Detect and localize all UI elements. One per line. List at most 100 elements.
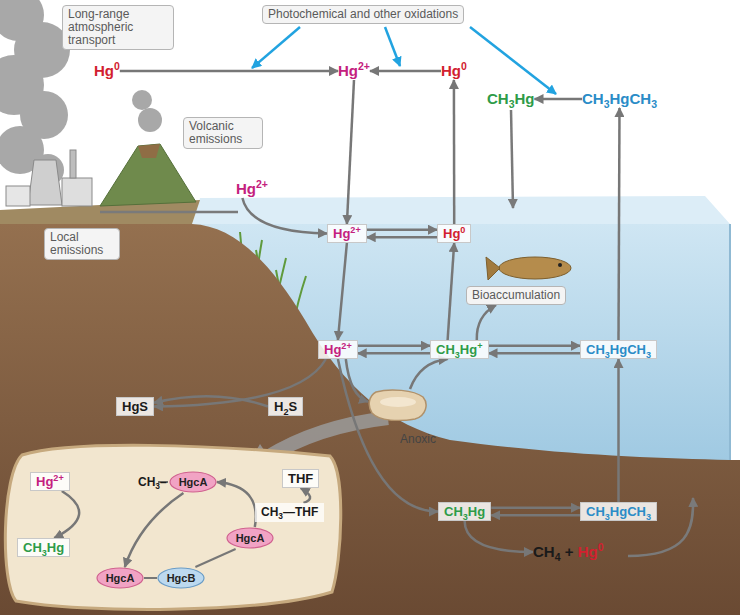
text-word: Hg0 [441,62,467,79]
text-word: CH4 [533,543,561,560]
bond-line [144,577,157,579]
species-label: CH3Hg [487,90,535,108]
fish [486,257,571,280]
callout-box: Volcanic emissions [183,117,263,149]
node-text: CH3—THF [261,505,318,519]
text-word: Hg2+ [333,226,361,241]
deposition-arrow [511,110,513,208]
text-word: Anoxic [400,432,436,446]
text-word: THF [288,471,313,486]
smoke-stack [70,150,76,178]
node-text: HgS [122,399,148,414]
species-label: CH4 + Hg0 [533,543,603,561]
node-text: Anoxic [400,432,436,446]
bacterium-body [369,390,426,421]
text-word: Local [50,230,79,244]
cooling-tower [28,160,62,205]
plant-building [6,186,30,206]
node-text: Hg2+ [36,474,64,489]
node-text: CH3Hg [487,90,535,107]
text-word: other [373,7,400,21]
leader-arrow [252,27,300,68]
species-box: CH3HgCH3 [580,502,657,521]
bacterium-highlight [380,397,416,407]
node-text: Local emissions [50,230,103,257]
callout-box: Local emissions [44,228,120,260]
species-box: Hg2+ [318,340,358,359]
protein-shape [97,568,143,588]
node-text: HgcA [96,567,144,589]
flow-arrow [242,198,327,234]
species-box: Hg2+ [327,224,367,243]
flow-arrow [477,305,496,340]
node-text: HgcA [226,527,274,549]
node-text: Bioaccumulation [472,288,560,302]
subscript: 3 [605,350,610,360]
bacterium-cell: Anoxic [368,389,428,421]
text-word: HgcB [167,572,196,584]
fish-body [499,257,571,279]
superscript: 0 [598,541,604,553]
emission-line [100,211,238,214]
text-word: Volcanic [189,119,234,133]
text-word: HgcA [236,532,265,544]
water-edge [729,224,731,460]
node-text: CH3Hg [444,504,485,519]
superscript: 2+ [53,473,63,483]
node-text: CH3Hg [23,540,64,555]
subscript: 3 [651,98,657,110]
flow-arrow [338,359,438,512]
superscript: 2+ [358,60,370,72]
species-box: THF [282,469,319,488]
superscript: 0 [461,60,467,72]
text-word: Hg0 [443,226,465,241]
species-label: Hg0 [441,62,467,80]
smoke-puff [138,108,162,132]
text-word: Hg2+ [36,474,64,489]
plant-building [62,178,92,206]
node-text: HgcB [157,567,205,589]
fish-eye [558,263,562,267]
flow-arrow [535,98,583,101]
flow-arrow [54,491,79,538]
subscript: 4 [555,551,561,563]
text-word: Bioaccumulation [472,288,560,302]
node-text: CH3HgCH3 [582,90,657,107]
species-box: Hg2+ [30,472,70,491]
flow-arrow [489,344,581,347]
node-text: H2S [274,399,297,414]
text-word: H2S [274,399,297,414]
flow-arrow [465,521,533,552]
flow-arrow [367,228,437,231]
flow-arrow [448,243,455,340]
protein-shape [170,472,216,492]
node-text: Volcanic emissions [189,119,242,146]
protein-ellipse: HgcB [157,567,205,589]
flow-arrow [346,359,368,402]
subscript: 3 [463,512,468,522]
text-word: CH3HgCH3 [582,90,657,107]
protein-ellipse: HgcA [169,471,217,493]
flow-arrow [125,493,184,567]
protein-ellipse: HgcA [96,567,144,589]
text-word: Hg0 [94,62,120,79]
volcano-crater [138,144,160,158]
bacterium-outline [368,389,428,421]
text-word: CH3– [138,475,167,489]
node-text: CH4 + Hg0 [533,543,603,560]
species-box: H2S [268,397,303,416]
text-word: CH3Hg+ [436,342,483,357]
volcano [100,144,196,206]
flow-arrow [489,352,581,355]
flow-arrow [491,514,580,517]
species-label: Hg0 [94,62,120,80]
text-word: emissions [189,132,242,146]
superscript: 0 [460,225,465,235]
protein-shape [158,568,204,588]
node-text: Long-range atmospheric transport [68,7,133,47]
node-text: Photochemical and other oxidations [268,7,458,21]
text-word: Hg0 [578,543,604,560]
flow-arrow [347,80,354,224]
flow-arrow [453,80,456,224]
